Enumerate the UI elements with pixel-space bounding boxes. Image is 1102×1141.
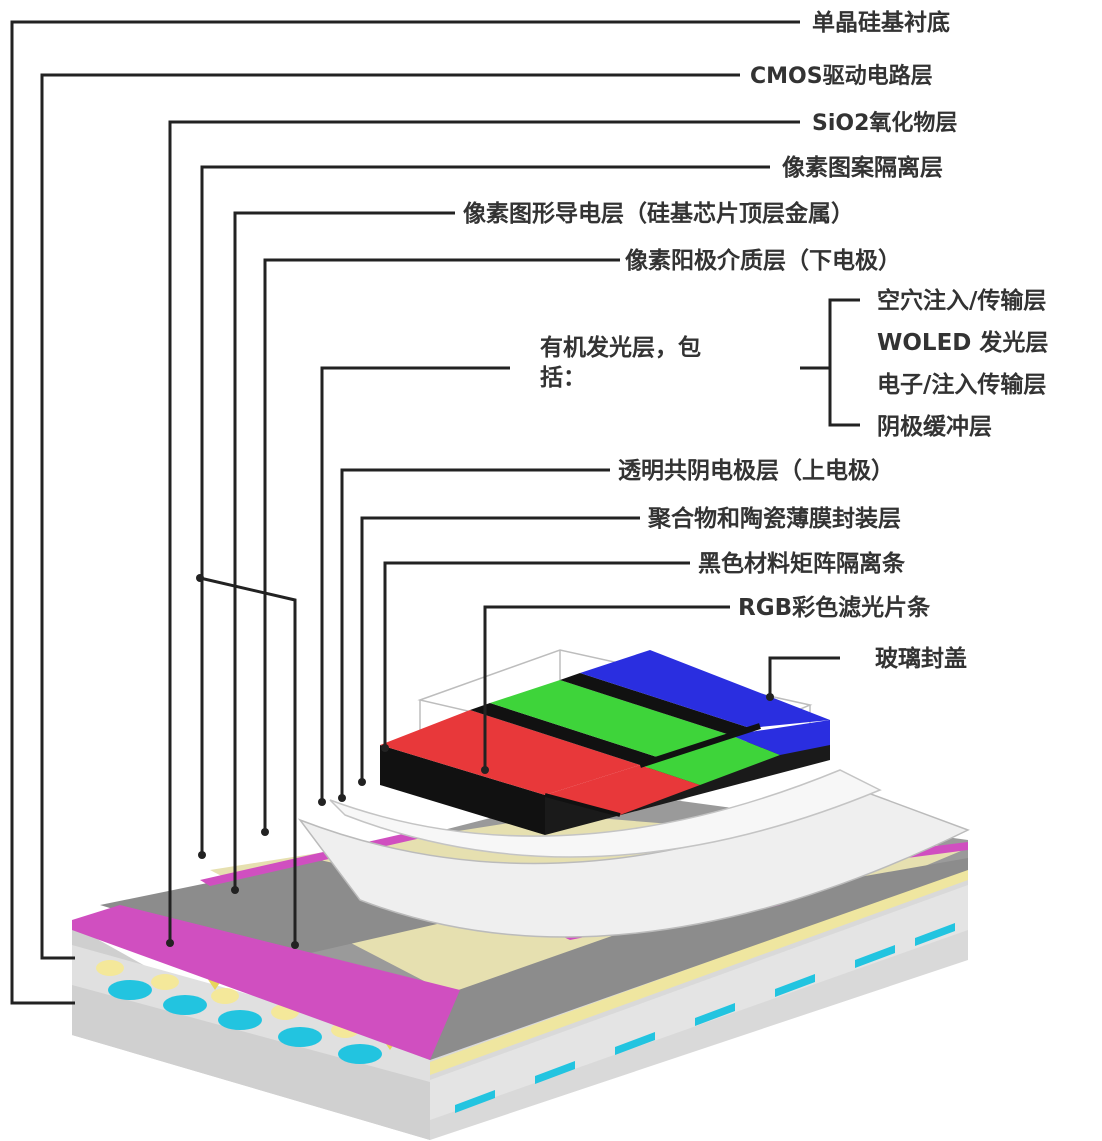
filter-black-stripe-2	[560, 673, 750, 735]
cmos-devices-side	[455, 923, 955, 1113]
label-organic-line2: 括：	[540, 365, 586, 391]
filter-red-front	[545, 765, 700, 815]
leader-dot-10	[481, 766, 489, 774]
labels: 单晶硅基衬底 CMOS驱动电路层 SiO2氧化物层 像素图案隔离层 像素图形导电…	[463, 9, 1048, 672]
encapsulation-layer-curve	[329, 769, 882, 858]
label-sublayer-electron: 电子/注入传输层	[877, 371, 1046, 398]
label-cathode: 透明共阴电极层（上电极）	[618, 457, 894, 484]
side-yellow-strip	[430, 868, 968, 1075]
label-pixel-anode: 像素阳极介质层（下电极）	[625, 247, 901, 274]
label-glass-cover: 玻璃封盖	[875, 645, 967, 672]
label-sublayer-cathode-buffer: 阴极缓冲层	[877, 413, 992, 440]
label-organic-line1: 有机发光层，包	[540, 334, 701, 361]
leader-dot-2	[166, 939, 174, 947]
substrate-front	[72, 980, 430, 1140]
label-black-matrix: 黑色材料矩阵隔离条	[698, 550, 905, 577]
rgb-filter-block	[380, 650, 830, 835]
filter-green-front	[640, 735, 780, 785]
filter-black-stripe-1	[470, 703, 660, 765]
filter-blue-front	[730, 720, 830, 755]
label-cmos: CMOS驱动电路层	[750, 63, 933, 89]
leader-lines	[10, 20, 860, 1005]
label-pixel-isolation: 像素图案隔离层	[782, 154, 943, 181]
leader-dot-9	[381, 744, 389, 752]
leader-dot-6	[318, 798, 326, 806]
cathode-layer-curve	[297, 789, 970, 938]
leader-dot-7	[338, 794, 346, 802]
leader-dot-3	[198, 851, 206, 859]
filter-blue	[580, 650, 830, 728]
leader-dot-4	[231, 886, 239, 894]
leader-dot-5	[261, 828, 269, 836]
leader-dot-11	[766, 693, 774, 701]
label-pixel-conductive: 像素图形导电层（硅基芯片顶层金属）	[463, 200, 854, 227]
label-sio2: SiO2氧化物层	[812, 110, 957, 136]
leader-dot-12	[291, 941, 299, 949]
leader-dot-1	[196, 574, 204, 582]
label-sublayer-woled: WOLED 发光层	[877, 329, 1048, 356]
side-cmos-strip	[430, 885, 968, 1120]
label-rgb-filter: RGB彩色滤光片条	[738, 594, 930, 621]
label-substrate: 单晶硅基衬底	[812, 9, 950, 36]
conductive-stripe-2	[430, 858, 968, 1060]
layer-stack-illustration	[72, 649, 970, 1140]
label-encapsulation: 聚合物和陶瓷薄膜封装层	[647, 505, 901, 532]
label-sublayer-hole: 空穴注入/传输层	[877, 287, 1046, 314]
filter-green	[490, 680, 730, 758]
leader-dot-8	[358, 778, 366, 786]
filter-red	[380, 710, 640, 795]
